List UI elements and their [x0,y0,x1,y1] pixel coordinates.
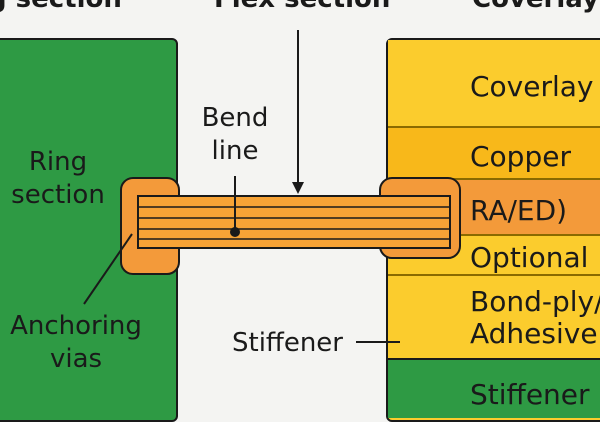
stack-layer-copper: Copper [388,126,600,178]
header-left: g section [0,0,122,12]
stack-layer-label: Optional [470,241,589,274]
arrowhead-icon [292,182,304,194]
stack-layer-bondply: Bond-ply/ Adhesivel [388,274,600,358]
ring-section-label: Ring section [11,147,105,210]
header-middle: Flex section [214,0,390,12]
bend-line-label: Bend line [201,103,269,166]
stack-layer-label: RA/ED) [470,194,568,227]
anchoring-leader [83,233,133,305]
header-right: Coverlay [472,0,599,12]
stack-layer-coverlay: Coverlay [388,40,600,126]
flex-diagram [83,30,461,343]
anchoring-vias-label: Anchoring vias [10,311,142,374]
stiffener-label: Stiffener [232,328,343,358]
stack-layer-label: Copper [470,140,571,173]
bend-point-icon [230,227,240,237]
flex-band [137,195,451,249]
stack-layer-label: Coverlay [470,70,594,103]
stack-layer-label: Bond-ply/ Adhesivel [470,285,600,351]
